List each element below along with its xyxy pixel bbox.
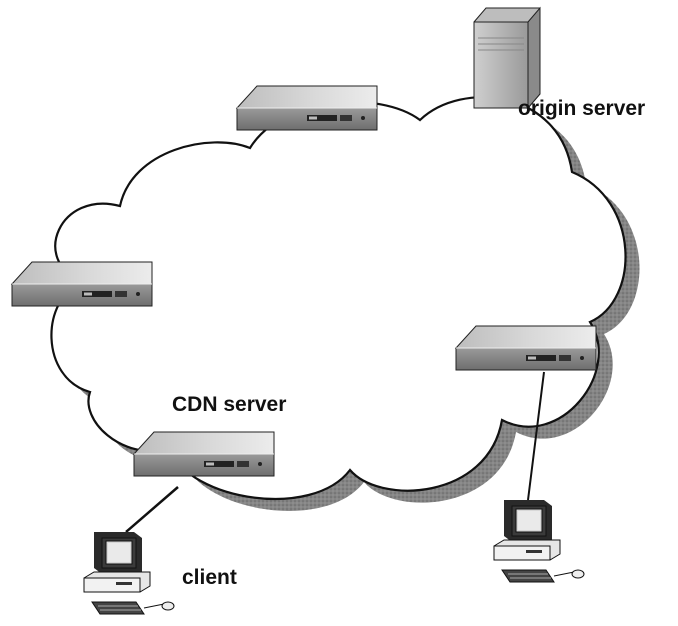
cdn-server-icon-right [455,325,597,371]
client-label: client [182,566,237,589]
client-computer-icon-right [493,499,585,583]
link-cdn-client [125,486,179,533]
origin-server-icon [473,6,541,110]
cdn-server-icon-bottom [133,431,275,477]
client-computer-icon [83,531,175,615]
cdn-server-label: CDN server [172,393,287,416]
link-cdn-right-client [527,371,545,501]
cdn-server-icon-top [236,85,378,131]
origin-server-label: origin server [518,97,646,120]
cdn-server-icon-left [11,261,153,307]
